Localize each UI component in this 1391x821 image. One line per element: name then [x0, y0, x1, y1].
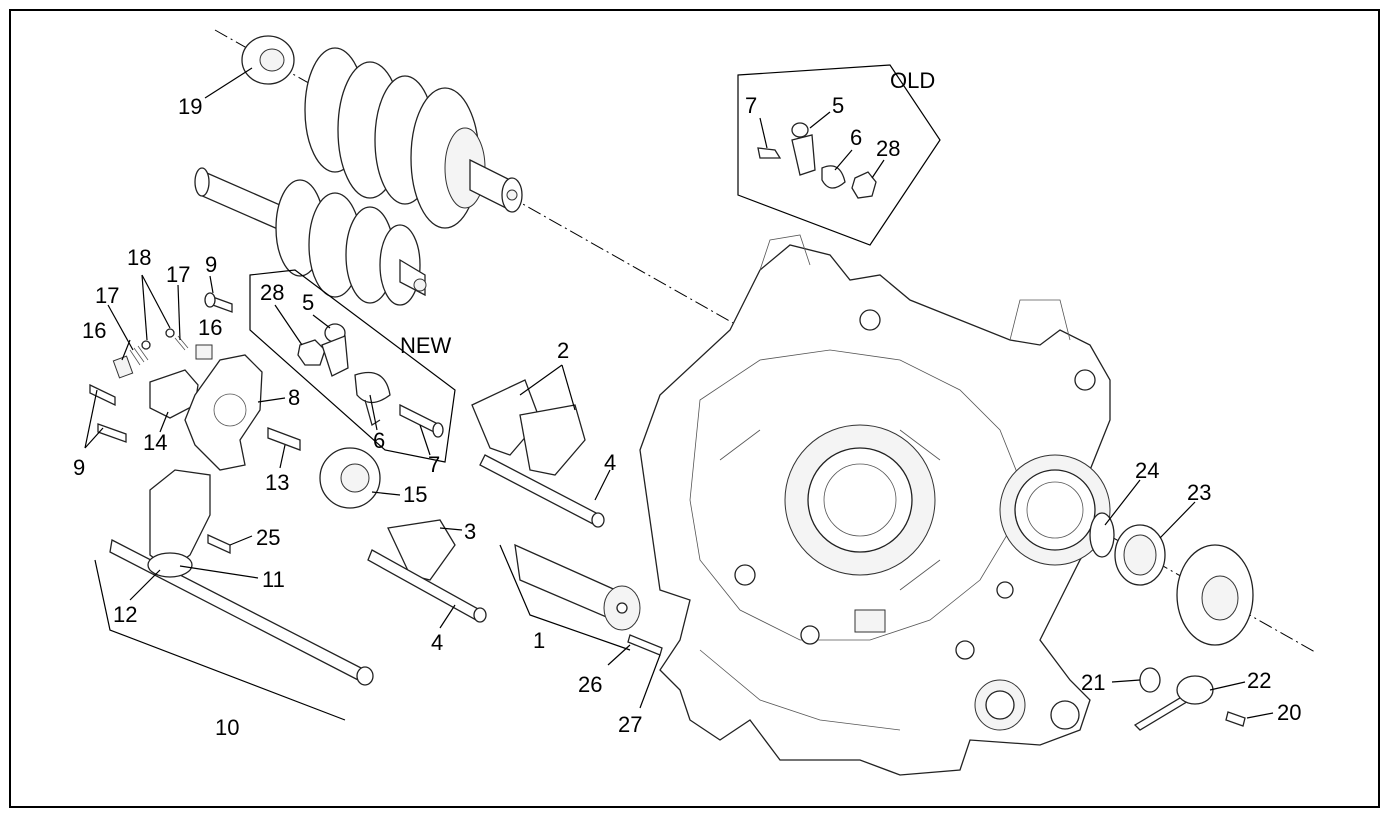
bracket-10 [94, 559, 346, 721]
callout-28-new: 28 [260, 280, 284, 305]
callout-6-old: 6 [850, 125, 862, 150]
callout-6-new: 6 [373, 428, 385, 453]
old-group-outline [737, 64, 941, 246]
callout-3: 3 [464, 519, 476, 544]
diagram-frame [9, 9, 1380, 808]
old-parts [757, 122, 877, 199]
gear-shift-shaft [109, 469, 374, 686]
callout-13: 13 [265, 470, 289, 495]
callout-4-upper: 4 [604, 450, 616, 475]
callout-23: 23 [1187, 480, 1211, 505]
callout-4-lower: 4 [431, 630, 443, 655]
callout-20: 20 [1277, 700, 1301, 725]
callout-25: 25 [256, 525, 280, 550]
callout-17-left: 17 [95, 283, 119, 308]
callout-28-old: 28 [876, 136, 900, 161]
right-side-parts [1089, 512, 1254, 731]
upper-gear-cluster [304, 47, 523, 229]
selector-drum [514, 543, 663, 656]
callout-14: 14 [143, 430, 167, 455]
callout-27: 27 [618, 712, 642, 737]
group-label-old: OLD [890, 68, 935, 93]
callout-18: 18 [127, 245, 151, 270]
callout-2: 2 [557, 338, 569, 363]
callout-24: 24 [1135, 458, 1159, 483]
callout-12: 12 [113, 602, 137, 627]
callout-19: 19 [178, 94, 202, 119]
callout-22: 22 [1247, 668, 1271, 693]
callout-15: 15 [403, 482, 427, 507]
callout-21: 21 [1081, 670, 1105, 695]
callout-7-old: 7 [745, 93, 757, 118]
callout-labels: OLD NEW 19 7 5 6 28 18 17 17 9 16 16 28 … [73, 68, 1301, 740]
callout-10: 10 [215, 715, 239, 740]
shift-forks [367, 379, 605, 623]
callout-16-right: 16 [198, 315, 222, 340]
callout-17-right: 17 [166, 262, 190, 287]
callout-16-left: 16 [82, 318, 106, 343]
callout-7-new: 7 [428, 452, 440, 477]
left-small-parts [89, 35, 381, 555]
callout-1: 1 [533, 628, 545, 653]
callout-26: 26 [578, 672, 602, 697]
lower-gear-cluster [194, 167, 427, 306]
callout-11: 11 [262, 567, 285, 592]
callout-9-top: 9 [205, 252, 217, 277]
leader-lines [84, 67, 1274, 719]
group-label-new: NEW [400, 333, 452, 358]
callout-5-new: 5 [302, 290, 314, 315]
new-group-outline [249, 269, 456, 463]
crankcase [639, 234, 1111, 776]
bracket-1 [499, 544, 631, 651]
callout-9-bottom: 9 [73, 455, 85, 480]
callout-5-old: 5 [832, 93, 844, 118]
new-parts [297, 323, 444, 438]
callout-8: 8 [288, 385, 300, 410]
